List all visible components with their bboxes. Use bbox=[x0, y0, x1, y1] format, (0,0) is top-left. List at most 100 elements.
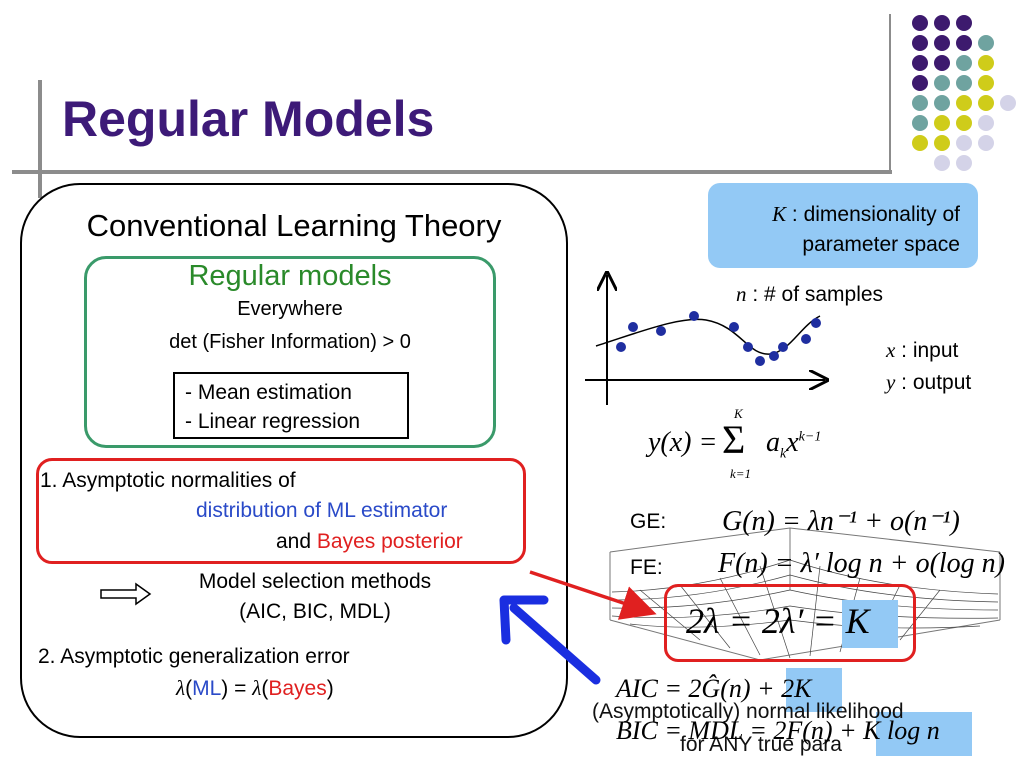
dot bbox=[978, 95, 994, 111]
lambda-symbol: λ bbox=[252, 676, 262, 700]
dot bbox=[934, 115, 950, 131]
dot bbox=[912, 55, 928, 71]
header-vertical-rule bbox=[38, 80, 42, 198]
dot bbox=[934, 95, 950, 111]
n-definition: n : # of samples bbox=[736, 282, 883, 307]
ml-label: ML bbox=[192, 677, 222, 700]
sample-point bbox=[755, 356, 765, 366]
sum-symbol: Σ bbox=[722, 417, 746, 462]
sum-lower-limit: k=1 bbox=[730, 466, 752, 481]
dot bbox=[912, 135, 928, 151]
bic-formula: BIC = MDL = 2F(n) + K log n bbox=[616, 716, 940, 746]
y-text: : output bbox=[895, 371, 972, 394]
overlap-text-2: for ANY true para bbox=[680, 733, 842, 756]
model-selection-line2: (AIC, BIC, MDL) bbox=[239, 600, 391, 623]
sample-point bbox=[801, 334, 811, 344]
sum-upper-limit: K bbox=[734, 406, 743, 421]
dot bbox=[934, 35, 950, 51]
paren-open: ( bbox=[261, 677, 269, 700]
sample-point bbox=[628, 322, 638, 332]
y-symbol: y bbox=[886, 370, 896, 394]
sample-point bbox=[743, 342, 753, 352]
dot bbox=[912, 115, 928, 131]
sample-point bbox=[811, 318, 821, 328]
aic-lhs: AIC = 2Ĝ(n) + bbox=[616, 674, 782, 703]
k-highlight bbox=[842, 600, 898, 648]
k-symbol: K bbox=[772, 202, 787, 226]
list-item: - Linear regression bbox=[185, 410, 361, 433]
point1-bayes: Bayes posterior bbox=[316, 530, 463, 553]
ge-formula: G(n) = λn⁻¹ + o(n⁻¹) bbox=[722, 506, 960, 537]
implies-arrow bbox=[100, 582, 152, 606]
aic-k: 2K bbox=[781, 674, 812, 703]
n-symbol: n bbox=[736, 282, 747, 306]
dot bbox=[956, 15, 972, 31]
sample-point bbox=[778, 342, 788, 352]
theory-heading: Conventional Learning Theory bbox=[86, 208, 502, 243]
dot bbox=[956, 55, 972, 71]
dot bbox=[978, 35, 994, 51]
k-definition-box: K : dimensionality of parameter space bbox=[708, 183, 978, 268]
regular-models-line1: Everywhere bbox=[237, 298, 343, 320]
dot bbox=[934, 55, 950, 71]
regular-models-title: Regular models bbox=[188, 260, 392, 292]
x-symbol: x bbox=[886, 338, 896, 362]
bic-k-highlight bbox=[876, 712, 972, 756]
dot bbox=[912, 15, 928, 31]
polynomial-lhs: y(x) = bbox=[648, 427, 718, 458]
dot bbox=[978, 115, 994, 131]
fitted-curve bbox=[595, 315, 821, 355]
regular-models-line2: det (Fisher Information) > 0 bbox=[169, 331, 411, 353]
overlap-text-1: (Asymptotically) normal likelihood bbox=[592, 700, 904, 723]
dot bbox=[978, 75, 994, 91]
key-identity-k: K bbox=[845, 601, 870, 641]
dot bbox=[956, 95, 972, 111]
fe-label: FE: bbox=[630, 556, 663, 579]
polynomial-formula: y(x) = bbox=[648, 427, 717, 459]
sample-point bbox=[656, 326, 666, 336]
point1-line1: 1. Asymptotic normalities of bbox=[40, 469, 296, 492]
key-identity-box bbox=[664, 584, 916, 662]
key-identity: 2λ = 2λ′ = K bbox=[686, 600, 870, 642]
dot bbox=[956, 35, 972, 51]
x-definition: x : input bbox=[886, 338, 958, 363]
y-definition: y : output bbox=[886, 370, 971, 395]
model-selection-line1: Model selection methods bbox=[198, 570, 432, 593]
key-identity-lhs: 2λ = 2λ′ = bbox=[686, 601, 846, 641]
dot bbox=[978, 135, 994, 151]
k-definition-line2: parameter space bbox=[802, 233, 960, 256]
regular-models-box bbox=[84, 256, 496, 448]
dot bbox=[978, 55, 994, 71]
point1-line3: and Bayes posterior bbox=[276, 530, 463, 554]
dot bbox=[956, 135, 972, 151]
x-text: : input bbox=[895, 339, 959, 362]
dot bbox=[934, 135, 950, 151]
point1-line2: distribution of ML estimator bbox=[196, 499, 448, 522]
dot bbox=[956, 75, 972, 91]
theory-panel bbox=[20, 183, 568, 738]
bic-k: K log n bbox=[863, 716, 940, 745]
examples-list: - Mean estimation - Linear regression bbox=[173, 372, 409, 439]
fe-formula: F(n) = λ′ log n + o(log n) bbox=[718, 548, 1005, 579]
point2-line1: 2. Asymptotic generalization error bbox=[38, 645, 350, 668]
red-arrow bbox=[529, 570, 657, 620]
blue-arrow bbox=[499, 595, 601, 685]
dot bbox=[934, 75, 950, 91]
dot bbox=[912, 35, 928, 51]
dot bbox=[1000, 95, 1016, 111]
k-definition: : dimensionality of bbox=[786, 203, 960, 226]
dot bbox=[934, 155, 950, 171]
list-item: - Mean estimation bbox=[185, 381, 352, 404]
sample-point bbox=[769, 351, 779, 361]
asymptotic-normality-box bbox=[36, 458, 526, 564]
sample-point bbox=[616, 342, 626, 352]
sum-body: akxk−1 bbox=[766, 427, 822, 462]
point2-line2: λ(ML) = λ(Bayes) bbox=[176, 676, 334, 701]
n-text: : # of samples bbox=[746, 283, 884, 306]
aic-k-highlight bbox=[786, 668, 842, 712]
aic-formula: AIC = 2Ĝ(n) + 2K bbox=[616, 674, 811, 704]
dot bbox=[956, 115, 972, 131]
sample-point bbox=[689, 311, 699, 321]
equals-part: ) = bbox=[221, 677, 253, 700]
